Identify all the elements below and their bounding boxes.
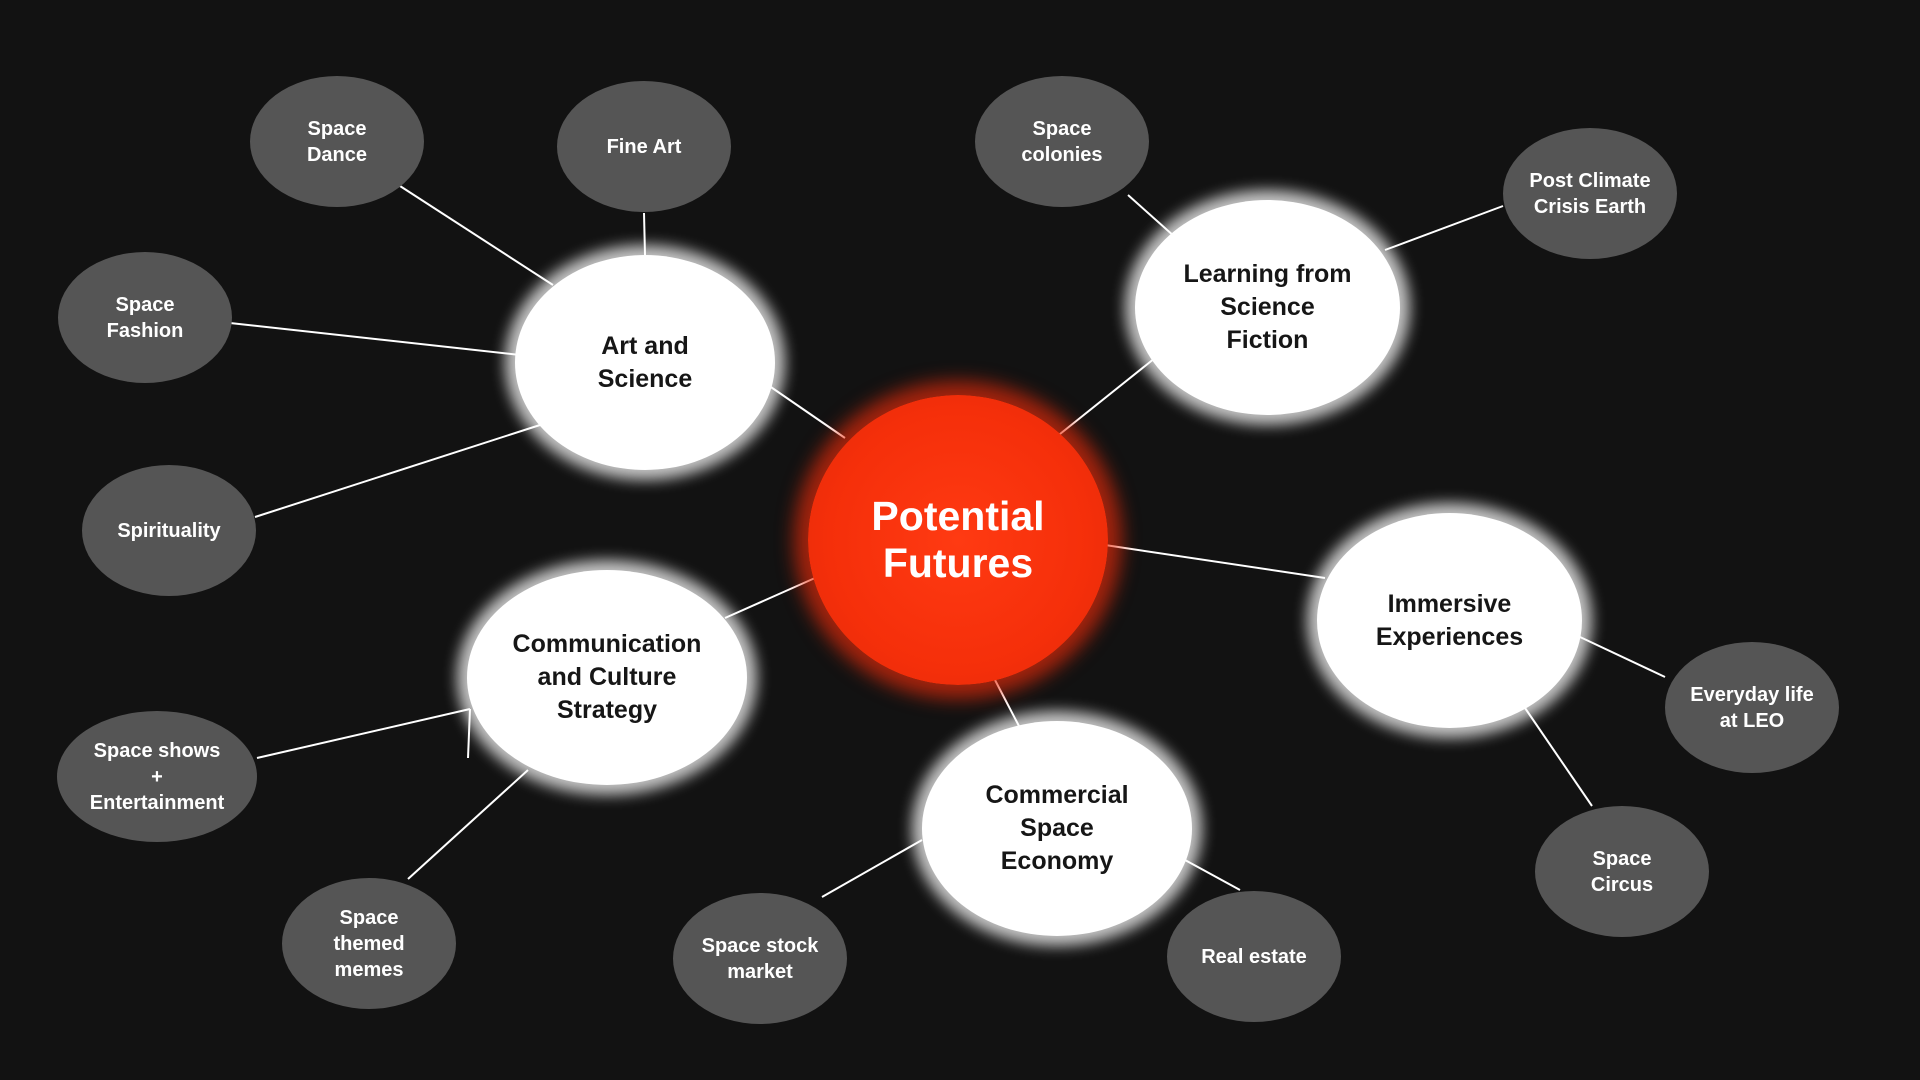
leaf-space-dance: Space Dance	[250, 76, 424, 207]
hub-art-and-science: Art and Science	[515, 255, 775, 470]
connector-communication-space-shows	[467, 708, 471, 759]
leaf-space-stock-market: Space stock market	[673, 893, 847, 1024]
leaf-real-estate: Real estate	[1167, 891, 1341, 1022]
connector-art-space-fashion	[229, 322, 521, 356]
connector-center-immersive	[1104, 544, 1326, 579]
connector-art-fine-art	[643, 212, 646, 256]
connector-center-art-science	[764, 382, 846, 439]
hub-communication-and-culture-strategy: Communication and Culture Strategy	[467, 570, 747, 785]
connector-immersive-space-circus	[1524, 707, 1593, 807]
connector-communication-space-shows-main	[256, 708, 471, 759]
connector-center-commercial	[994, 679, 1021, 729]
center-potential-futures: Potential Futures	[808, 395, 1108, 685]
leaf-everyday-life-at-leo: Everyday life at LEO	[1665, 642, 1839, 773]
leaf-fine-art: Fine Art	[557, 81, 731, 212]
connector-art-space-dance	[399, 185, 554, 286]
connector-commercial-space-stock	[821, 839, 923, 898]
leaf-space-circus: Space Circus	[1535, 806, 1709, 937]
connector-center-communication	[724, 577, 816, 619]
hub-immersive-experiences: Immersive Experiences	[1317, 513, 1582, 728]
connector-scifi-space-colonies	[1127, 194, 1176, 238]
connector-communication-space-memes	[407, 769, 529, 880]
hub-learning-from-science-fiction: Learning from Science Fiction	[1135, 200, 1400, 415]
leaf-post-climate-crisis-earth: Post Climate Crisis Earth	[1503, 128, 1677, 259]
leaf-space-shows-entertainment: Space shows + Entertainment	[57, 711, 257, 842]
leaf-space-fashion: Space Fashion	[58, 252, 232, 383]
connector-scifi-post-climate	[1384, 205, 1504, 251]
leaf-spirituality: Spirituality	[82, 465, 256, 596]
connector-commercial-real-estate	[1184, 859, 1241, 891]
connector-art-spirituality	[254, 424, 541, 518]
connector-immersive-everyday-leo	[1579, 636, 1666, 678]
connector-center-learning-scifi	[1054, 357, 1156, 439]
hub-commercial-space-economy: Commercial Space Economy	[922, 721, 1192, 936]
leaf-space-themed-memes: Space themed memes	[282, 878, 456, 1009]
leaf-space-colonies: Space colonies	[975, 76, 1149, 207]
